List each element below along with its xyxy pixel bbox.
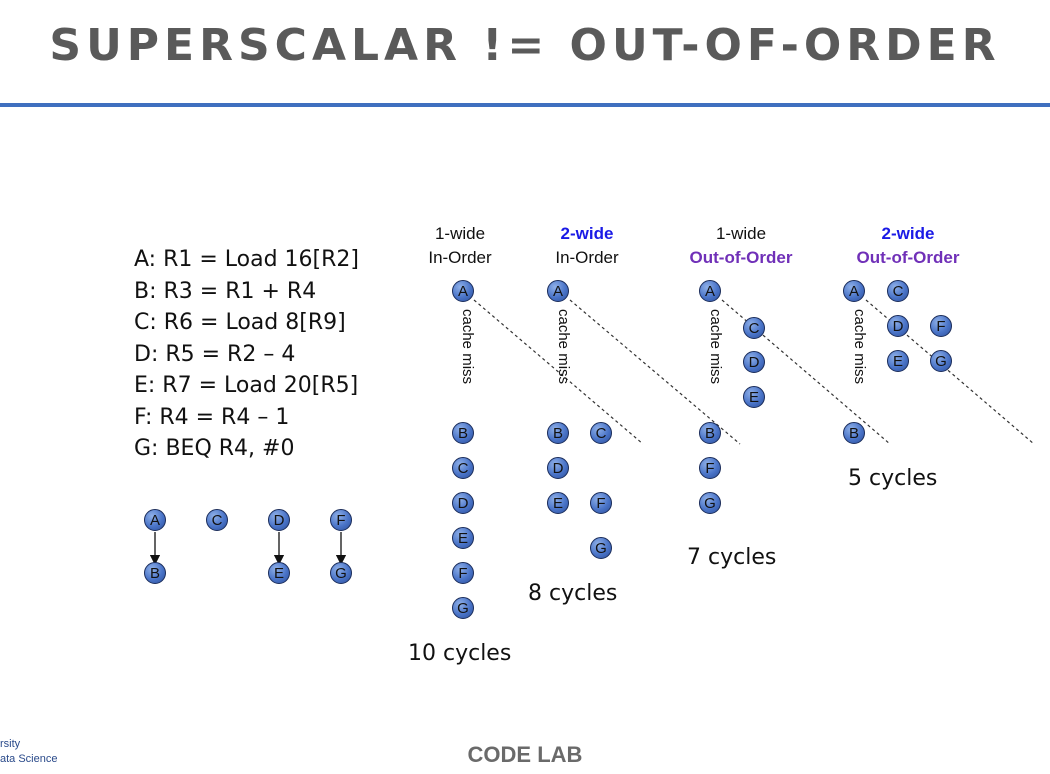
header-2wide-ooo: 2-wide Out-of-Order	[833, 222, 983, 270]
col4-node-e: E	[887, 350, 909, 372]
slide-title: SUPERSCALAR != OUT-OF-ORDER	[49, 20, 1001, 71]
col1-node-b: B	[452, 422, 474, 444]
dep-node-g: G	[330, 562, 352, 584]
col2-node-e: E	[547, 492, 569, 514]
dep-node-e: E	[268, 562, 290, 584]
header-2wide-inorder: 2-wide In-Order	[512, 222, 662, 270]
header-order-label: In-Order	[428, 248, 492, 267]
dep-node-c: C	[206, 509, 228, 531]
instruction-list: A: R1 = Load 16[R2] B: R3 = R1 + R4 C: R…	[134, 244, 359, 465]
col2-node-a: A	[547, 280, 569, 302]
col3-node-e: E	[743, 386, 765, 408]
col3-node-d: D	[743, 351, 765, 373]
col3-node-f: F	[699, 457, 721, 479]
header-order-label: In-Order	[555, 248, 619, 267]
dep-node-f: F	[330, 509, 352, 531]
header-1wide-inorder: 1-wide In-Order	[385, 222, 535, 270]
cycles-col4: 5 cycles	[848, 466, 938, 491]
dep-node-b: B	[144, 562, 166, 584]
col1-node-a: A	[452, 280, 474, 302]
col1-node-f: F	[452, 562, 474, 584]
logo-line-1: rsity	[0, 738, 21, 750]
cycles-col1: 10 cycles	[408, 641, 512, 666]
col4-node-f: F	[930, 315, 952, 337]
col4-node-d: D	[887, 315, 909, 337]
cycles-col3: 7 cycles	[687, 545, 777, 570]
header-width-label: 1-wide	[434, 224, 486, 243]
instruction-f: F: R4 = R4 – 1	[134, 404, 290, 430]
col3-node-a: A	[699, 280, 721, 302]
header-width-label: 2-wide	[881, 224, 935, 243]
instruction-d: D: R5 = R2 – 4	[134, 341, 296, 367]
dep-node-a: A	[144, 509, 166, 531]
col4-node-g: G	[930, 350, 952, 372]
col3-node-c: C	[743, 317, 765, 339]
dep-node-d: D	[268, 509, 290, 531]
col2-node-b: B	[547, 422, 569, 444]
cache-miss-label-col4: cache miss	[851, 309, 868, 385]
col1-node-g: G	[452, 597, 474, 619]
col2-node-f: F	[590, 492, 612, 514]
col3-node-g: G	[699, 492, 721, 514]
cache-miss-label-col1: cache miss	[459, 309, 476, 385]
col1-node-e: E	[452, 527, 474, 549]
col4-node-a: A	[843, 280, 865, 302]
cache-miss-line-col1	[473, 299, 644, 445]
header-1wide-ooo: 1-wide Out-of-Order	[666, 222, 816, 270]
cache-miss-line-col2	[569, 299, 741, 445]
col1-node-c: C	[452, 457, 474, 479]
header-order-label: Out-of-Order	[689, 248, 793, 267]
col4-node-b: B	[843, 422, 865, 444]
code-lab-watermark: CODE LAB	[467, 742, 583, 767]
col1-node-d: D	[452, 492, 474, 514]
col2-node-g: G	[590, 537, 612, 559]
col4-node-c: C	[887, 280, 909, 302]
instruction-e: E: R7 = Load 20[R5]	[134, 373, 359, 398]
logo-line-2: ata Science	[0, 753, 58, 765]
header-order-label: Out-of-Order	[856, 248, 960, 267]
header-width-label: 1-wide	[715, 224, 767, 243]
header-width-label: 2-wide	[560, 224, 614, 243]
instruction-g: G: BEQ R4, #0	[134, 436, 295, 461]
cycles-col2: 8 cycles	[528, 581, 618, 606]
instruction-c: C: R6 = Load 8[R9]	[134, 310, 346, 335]
col3-node-b: B	[699, 422, 721, 444]
cache-miss-label-col2: cache miss	[555, 309, 572, 385]
col2-node-c: C	[590, 422, 612, 444]
instruction-a: A: R1 = Load 16[R2]	[134, 247, 359, 272]
university-logo-text: rsity ata Science	[0, 737, 57, 767]
title-divider	[0, 103, 1050, 107]
cache-miss-label-col3: cache miss	[707, 309, 724, 385]
instruction-b: B: R3 = R1 + R4	[134, 278, 317, 304]
col2-node-d: D	[547, 457, 569, 479]
